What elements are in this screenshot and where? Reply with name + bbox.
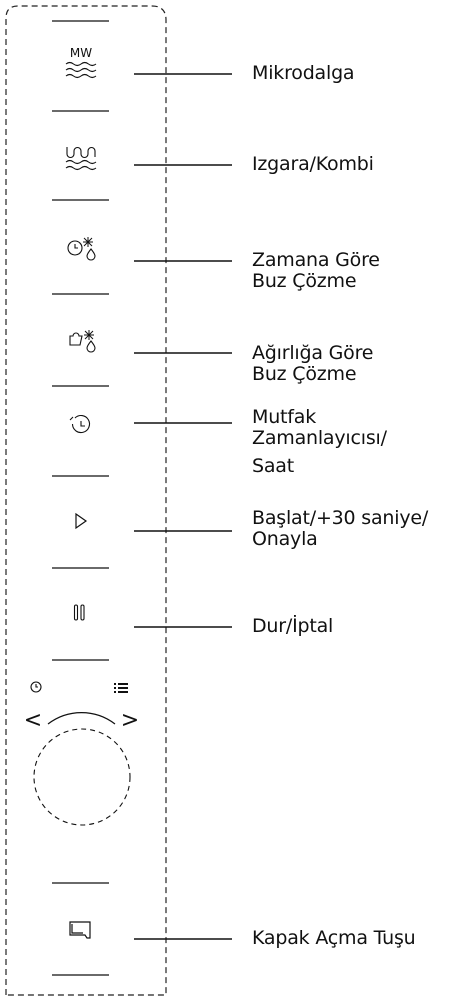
play-icon[interactable] (75, 512, 88, 530)
label-kitchen-timer: Mutfak Zamanlayıcısı/ Saat (252, 407, 474, 477)
rotary-dial[interactable] (33, 728, 131, 826)
dial-clock-icon[interactable] (30, 681, 42, 693)
dial-right-arrow[interactable]: > (121, 708, 139, 733)
label-grill-combi: Izgara/Kombi (252, 154, 374, 175)
label-start-line1: Başlat/+30 saniye/ (252, 507, 429, 529)
label-time-defrost-line2: Buz Çözme (252, 270, 357, 292)
dial-left-arrow[interactable]: < (24, 708, 42, 733)
kitchen-timer-icon[interactable] (69, 414, 90, 434)
weight-defrost-icon[interactable] (69, 330, 96, 353)
label-weight-defrost-line1: Ağırlığa Göre (252, 342, 374, 364)
time-defrost-icon[interactable] (67, 237, 96, 261)
button-separators (52, 20, 109, 976)
label-door-open: Kapak Açma Tuşu (252, 928, 416, 949)
label-microwave-line1: Mikrodalga (252, 62, 355, 84)
panel-outline (5, 5, 167, 996)
label-weight-defrost: Ağırlığa Göre Buz Çözme (252, 343, 373, 385)
label-kitchen-timer-word2: Zamanlayıcısı/ (252, 427, 387, 449)
label-time-defrost-line1: Zamana Göre (252, 249, 380, 271)
microwave-icon-text: MW (70, 46, 92, 60)
label-weight-defrost-line2: Buz Çözme (252, 363, 357, 385)
label-start: Başlat/+30 saniye/ Onayla (252, 508, 428, 550)
label-microwave: Mikrodalga (252, 62, 355, 84)
label-grill-combi-line1: Izgara/Kombi (252, 153, 374, 175)
label-stop-line1: Dur/İptal (252, 615, 334, 637)
label-start-line2: Onayla (252, 528, 318, 550)
pause-icon[interactable] (73, 604, 85, 621)
door-open-icon[interactable] (69, 921, 91, 939)
label-kitchen-timer-line2: Saat (252, 455, 294, 477)
microwave-icon[interactable]: MW (65, 46, 97, 79)
leader-lines (134, 73, 232, 940)
label-kitchen-timer-word1: Mutfak (252, 406, 317, 428)
grill-combi-icon[interactable] (65, 146, 97, 171)
label-stop: Dur/İptal (252, 616, 333, 637)
label-kitchen-timer-line1: Mutfak Zamanlayıcısı/ (252, 407, 474, 449)
label-time-defrost: Zamana Göre Buz Çözme (252, 250, 380, 292)
label-door-open-line1: Kapak Açma Tuşu (252, 927, 416, 949)
dial-arc (47, 712, 116, 725)
dial-menu-list-icon[interactable] (114, 683, 128, 693)
